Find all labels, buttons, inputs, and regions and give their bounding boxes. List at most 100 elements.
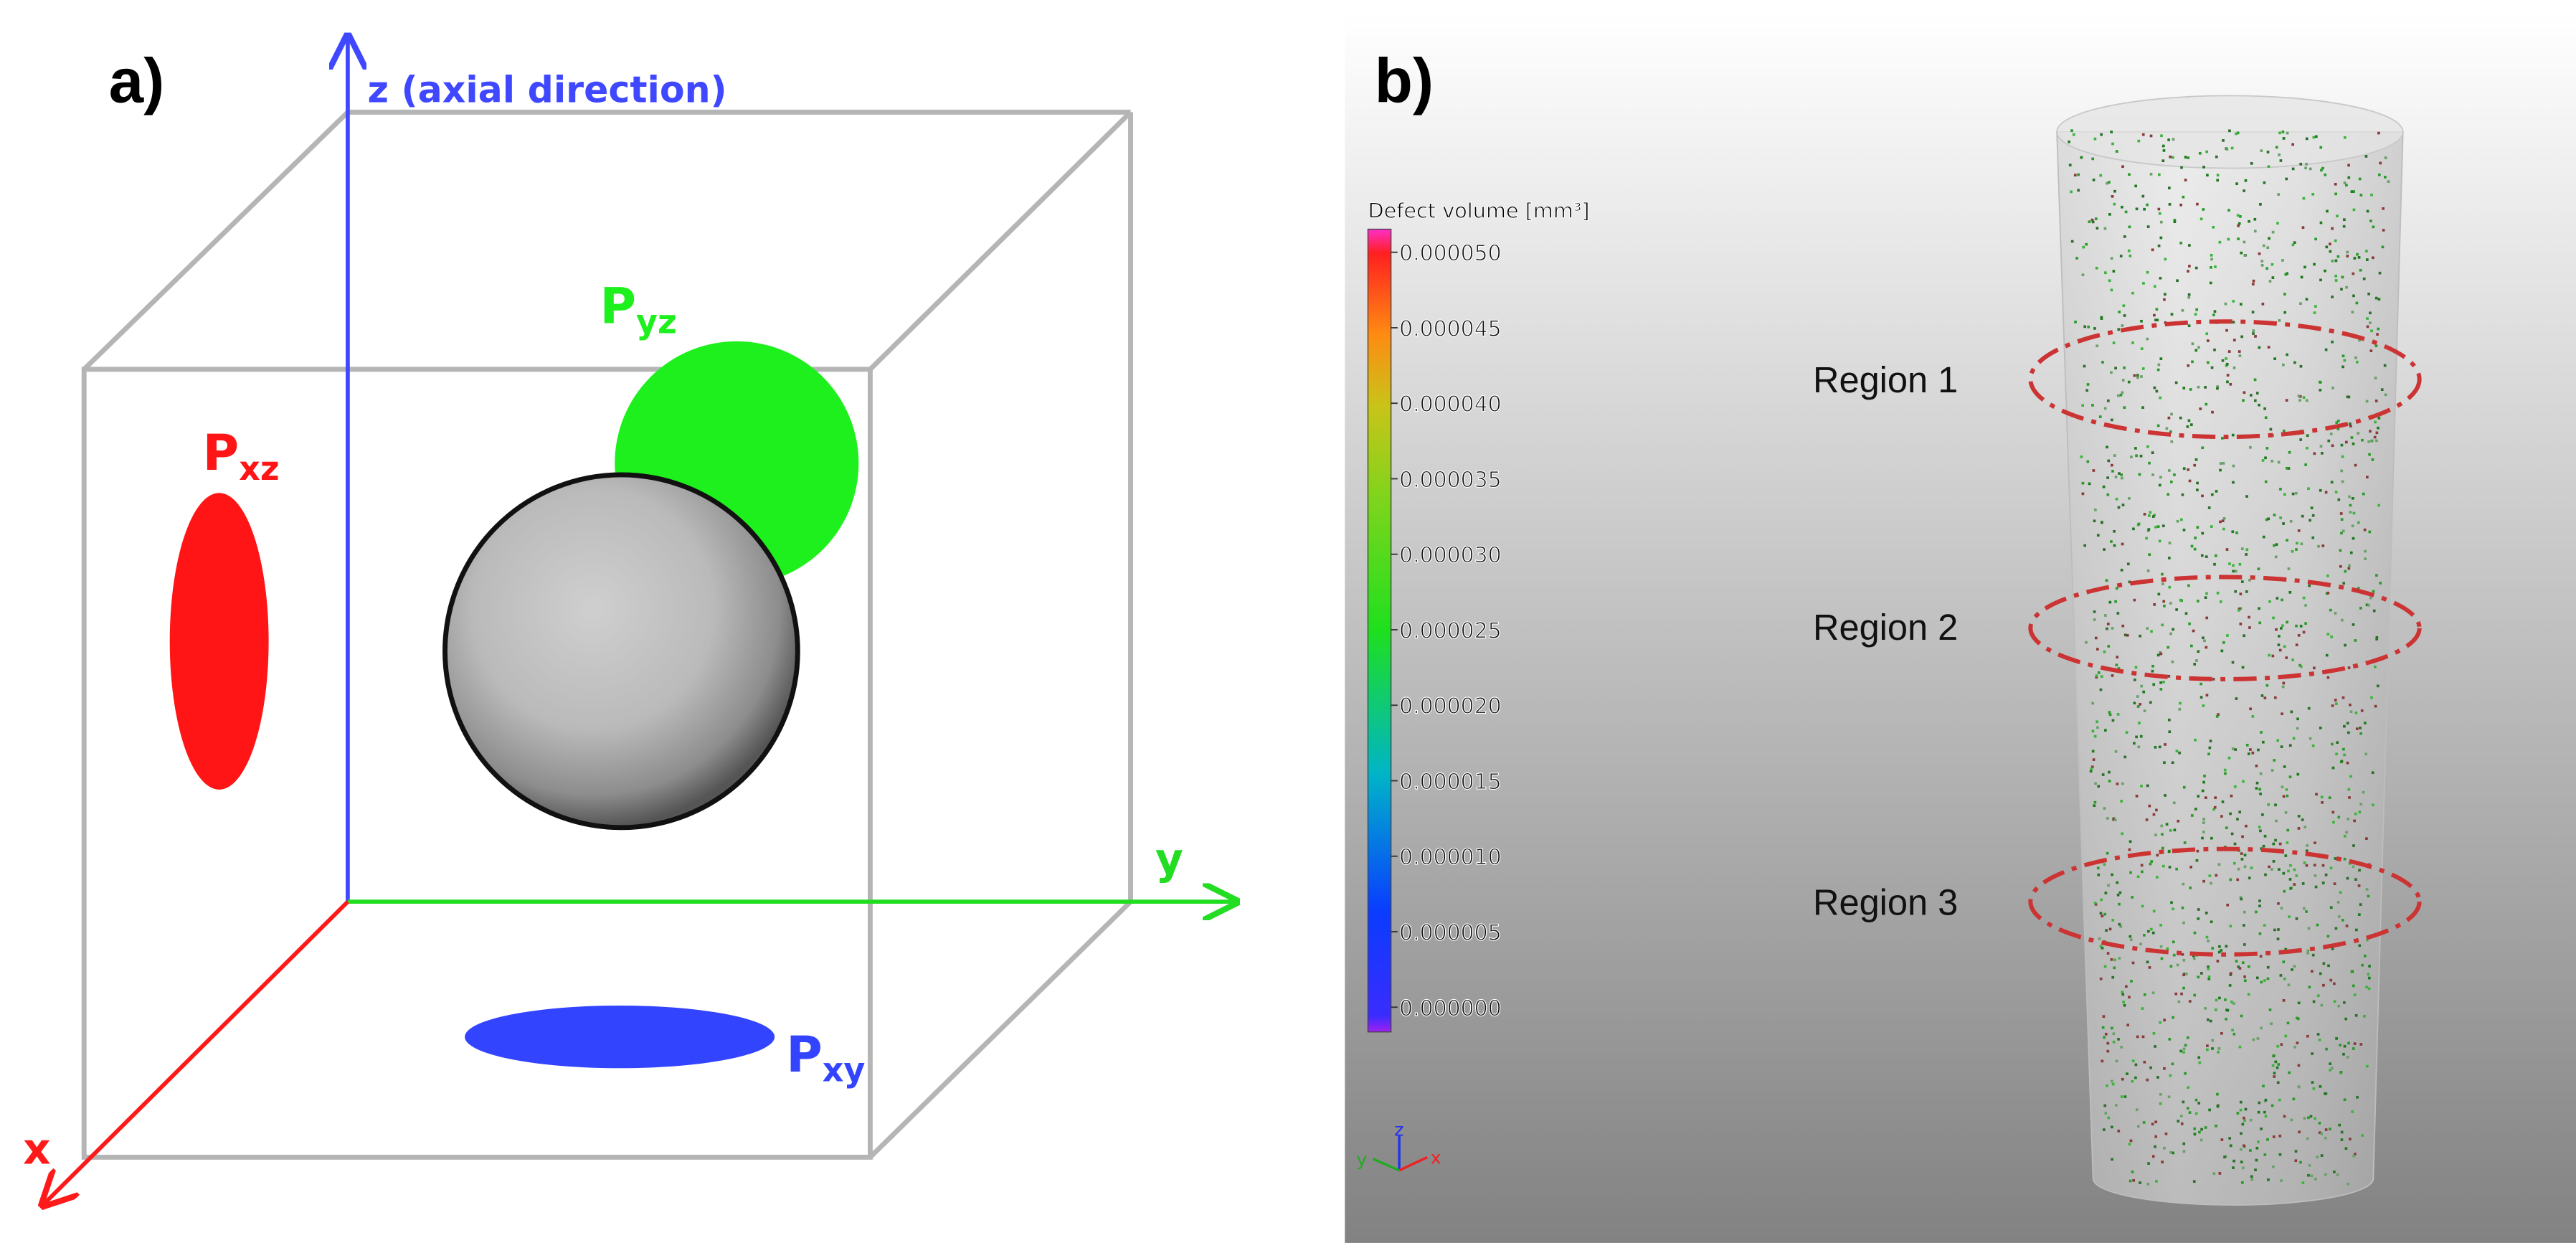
defect-point <box>2111 1082 2115 1086</box>
defect-point <box>2226 1008 2230 1012</box>
defect-point <box>2249 1149 2252 1152</box>
defect-point <box>2206 361 2210 364</box>
defect-point <box>2260 1128 2263 1130</box>
defect-point <box>2195 308 2199 311</box>
defect-point <box>2273 759 2276 762</box>
defect-point <box>2292 737 2296 740</box>
defect-point <box>2150 860 2154 863</box>
defect-point <box>2115 663 2118 667</box>
defect-point <box>2305 399 2309 402</box>
defect-point <box>2116 713 2120 716</box>
defect-point <box>2278 319 2281 322</box>
defect-point <box>2121 379 2125 382</box>
defect-point <box>2266 151 2270 153</box>
defect-point <box>2296 1017 2300 1021</box>
defect-point <box>2202 166 2205 169</box>
defect-point <box>2194 349 2198 352</box>
defect-point <box>2316 1155 2319 1159</box>
defect-point <box>2136 705 2140 708</box>
defect-point <box>2293 1046 2297 1049</box>
defect-point <box>2186 1036 2189 1039</box>
defect-point <box>2349 703 2352 706</box>
defect-point <box>2375 439 2378 443</box>
defect-point <box>2120 568 2123 572</box>
defect-point <box>2112 1040 2116 1044</box>
defect-point <box>2154 1145 2156 1148</box>
defect-point <box>2257 748 2260 752</box>
defect-point <box>2349 775 2352 778</box>
colorbar-tick-label: 0.000025 <box>1399 618 1501 643</box>
defect-point <box>2337 915 2341 918</box>
defect-point <box>2155 808 2158 812</box>
defect-point <box>2243 240 2246 244</box>
defect-point <box>2094 636 2098 640</box>
defect-point <box>2106 851 2109 855</box>
defect-point <box>2093 618 2096 621</box>
defect-point <box>2228 129 2231 133</box>
defect-point <box>2329 906 2333 909</box>
defect-point <box>2153 386 2156 389</box>
defect-point <box>2102 1015 2106 1018</box>
defect-point <box>2259 955 2263 958</box>
defect-point <box>2116 893 2120 897</box>
defect-point <box>2283 889 2286 893</box>
defect-point <box>2241 547 2244 550</box>
defect-point <box>2293 361 2296 364</box>
defect-point <box>2331 340 2334 344</box>
defect-point <box>2182 921 2185 925</box>
defect-point <box>2368 965 2371 968</box>
defect-point <box>2352 623 2355 626</box>
defect-point <box>2137 522 2141 526</box>
defect-point <box>2369 349 2373 352</box>
defect-point <box>2227 209 2230 212</box>
y-axis-label: y <box>1155 835 1183 884</box>
defect-point <box>2193 663 2197 666</box>
defect-point <box>2286 131 2289 135</box>
defect-point <box>2139 1181 2141 1184</box>
projection-xy-label: Pxy <box>786 1026 865 1090</box>
defect-point <box>2238 810 2242 814</box>
defect-point <box>2307 927 2311 930</box>
defect-point <box>2329 242 2331 246</box>
defect-point <box>2158 539 2161 543</box>
defect-point <box>2331 260 2334 263</box>
defect-point <box>2068 164 2072 166</box>
defect-point <box>2294 491 2298 495</box>
defect-point <box>2343 359 2347 362</box>
defect-point <box>2309 519 2311 522</box>
defect-point <box>2183 841 2187 844</box>
defect-point <box>2168 1038 2172 1041</box>
defect-point <box>2128 496 2131 500</box>
projection-xz-ellipse <box>169 493 269 790</box>
defect-point <box>2232 564 2235 567</box>
defect-point <box>2300 665 2303 668</box>
defect-point <box>2149 927 2153 931</box>
defect-point <box>2334 699 2337 701</box>
defect-point <box>2205 332 2209 336</box>
defect-point <box>2151 991 2155 995</box>
defect-point <box>2325 1047 2328 1051</box>
defect-point <box>2291 968 2293 971</box>
defect-point <box>2158 212 2161 215</box>
defect-point <box>2363 722 2367 724</box>
defect-point <box>2151 515 2155 518</box>
defect-point <box>2093 734 2097 738</box>
defect-point <box>2284 947 2288 951</box>
defect-point <box>2137 1125 2140 1128</box>
defect-point <box>2249 394 2253 397</box>
defect-point <box>2282 137 2286 140</box>
defect-point <box>2340 760 2344 763</box>
defect-point <box>2358 339 2361 342</box>
defect-point <box>2321 166 2324 170</box>
defect-point <box>2121 476 2123 480</box>
defect-point <box>2287 983 2291 987</box>
defect-point <box>2355 301 2359 305</box>
defect-point <box>2098 937 2101 940</box>
defect-point <box>2245 744 2249 747</box>
defect-point <box>2161 864 2165 868</box>
defect-point <box>2372 803 2374 807</box>
defect-point <box>2080 455 2083 458</box>
defect-point <box>2279 516 2283 519</box>
defect-point <box>2129 1139 2133 1143</box>
defect-point <box>2164 1132 2168 1135</box>
